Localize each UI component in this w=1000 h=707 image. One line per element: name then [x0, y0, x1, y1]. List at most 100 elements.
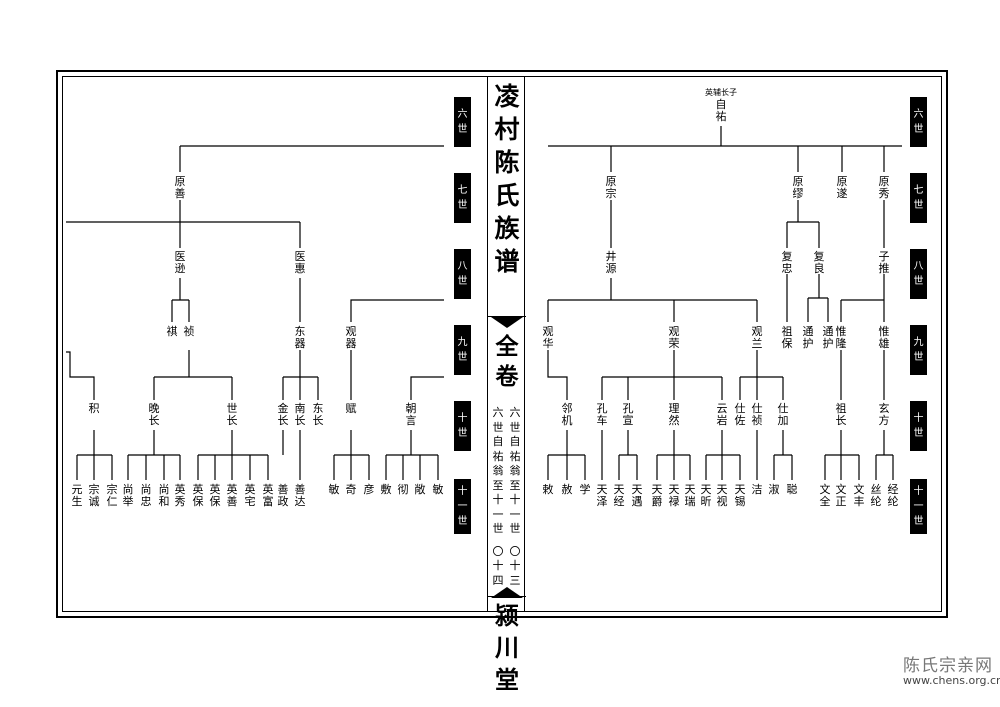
right-person-32: 天爵	[651, 483, 663, 508]
right-person-5: 复忠	[781, 250, 793, 275]
generation-marker-9-right: 九世	[910, 325, 927, 375]
left-person-22: 英保	[192, 483, 204, 508]
spine-title: 凌 村 陈 氏 族 谱	[494, 82, 520, 276]
left-person-9: 世长	[226, 402, 238, 427]
generation-marker-11-right: 十一世	[910, 479, 927, 534]
left-person-14: 朝言	[405, 402, 417, 427]
left-person-25: 英宅	[244, 483, 256, 508]
line	[601, 350, 723, 400]
left-person-24: 英善	[226, 483, 238, 508]
site-watermark: 陈氏宗亲网 www.chens.org.cn	[903, 651, 1000, 687]
line	[786, 200, 820, 248]
right-person-43: 文丰	[853, 483, 865, 508]
founder-name: 自 祐	[715, 98, 727, 123]
hall-name: 颍 川 堂	[495, 601, 519, 694]
right-person-41: 文全	[819, 483, 831, 508]
line	[656, 430, 691, 480]
right-person-2: 原遂	[836, 175, 848, 200]
line	[786, 274, 829, 322]
volume-label: 全 卷	[495, 333, 519, 390]
left-person-5: 东器	[294, 325, 306, 350]
right-person-30: 天经	[613, 483, 625, 508]
line	[610, 146, 885, 172]
left-person-34: 敞	[414, 483, 426, 496]
left-person-21: 英秀	[174, 483, 186, 508]
generation-marker-7-right: 七世	[910, 173, 927, 223]
left-person-23: 英保	[209, 483, 221, 508]
left-person-2: 医惠	[294, 250, 306, 275]
left-person-1: 医逊	[174, 250, 186, 275]
line	[840, 200, 885, 322]
generation-marker-6-left: 六世	[454, 97, 471, 147]
right-person-40: 聪	[786, 483, 798, 496]
right-person-35: 天昕	[700, 483, 712, 508]
right-person-42: 文正	[835, 483, 847, 508]
line	[547, 300, 758, 322]
right-person-11: 祖保	[781, 325, 793, 350]
generation-marker-11-left: 十一世	[454, 479, 471, 534]
right-person-4: 井源	[605, 250, 617, 275]
generation-marker-8-left: 八世	[454, 249, 471, 299]
right-person-36: 天视	[716, 483, 728, 508]
right-person-18: 孔宣	[622, 402, 634, 427]
right-person-19: 理然	[668, 402, 680, 427]
left-person-6: 观器	[345, 325, 357, 350]
left-person-30: 奇	[345, 483, 357, 496]
inner-border	[62, 76, 942, 612]
left-person-12: 东长	[312, 402, 324, 427]
right-person-24: 祖长	[835, 402, 847, 427]
left-person-32: 敷	[380, 483, 392, 496]
line	[547, 350, 586, 480]
right-person-27: 赦	[561, 483, 573, 496]
line	[197, 430, 269, 480]
right-person-21: 仕佐	[734, 402, 746, 427]
left-person-35: 敏	[432, 483, 444, 496]
left-person-4: 祯	[183, 325, 195, 338]
fishtail-mark-bottom	[491, 587, 523, 598]
right-person-6: 复良	[813, 250, 825, 275]
line	[705, 430, 741, 480]
line	[824, 350, 860, 480]
right-person-33: 天禄	[668, 483, 680, 508]
line	[875, 350, 894, 480]
right-person-14: 惟隆	[835, 325, 847, 350]
line	[127, 430, 181, 480]
right-person-15: 惟雄	[878, 325, 890, 350]
generation-marker-7-left: 七世	[454, 173, 471, 223]
left-person-29: 敏	[328, 483, 340, 496]
right-person-12: 通护	[802, 325, 814, 350]
left-person-19: 尚忠	[140, 483, 152, 508]
line	[385, 376, 444, 480]
right-person-3: 原秀	[878, 175, 890, 200]
left-person-18: 尚举	[122, 483, 134, 508]
right-person-45: 经纶	[887, 483, 899, 508]
left-person-8: 晚长	[148, 402, 160, 427]
watermark-url: www.chens.org.cn	[903, 674, 1000, 687]
right-person-25: 玄方	[878, 402, 890, 427]
right-person-17: 孔车	[596, 402, 608, 427]
right-person-10: 观兰	[751, 325, 763, 350]
left-person-33: 彻	[397, 483, 409, 496]
watermark-title: 陈氏宗亲网	[903, 656, 993, 676]
line	[739, 350, 784, 400]
founder-note: 英辅长子	[705, 88, 737, 97]
left-person-16: 宗诚	[88, 483, 100, 508]
left-person-17: 宗仁	[106, 483, 118, 508]
left-person-13: 赋	[345, 402, 357, 415]
right-person-29: 天泽	[596, 483, 608, 508]
right-person-9: 观荣	[668, 325, 680, 350]
right-person-26: 敕	[542, 483, 554, 496]
generation-marker-10-left: 十世	[454, 401, 471, 451]
line	[282, 278, 319, 400]
left-person-27: 善政	[277, 483, 289, 508]
fishtail-mark-top	[491, 317, 523, 328]
right-person-23: 仕加	[777, 402, 789, 427]
right-person-34: 天瑞	[684, 483, 696, 508]
right-person-20: 云岩	[716, 402, 728, 427]
left-person-11: 南长	[294, 402, 306, 427]
spine-subtitle-right: 六 世 自 祐 翁 至 十 一 世 〇 十 三	[509, 406, 521, 587]
left-person-20: 尚和	[158, 483, 170, 508]
right-person-39: 淑	[768, 483, 780, 496]
left-person-7: 积	[88, 402, 100, 415]
